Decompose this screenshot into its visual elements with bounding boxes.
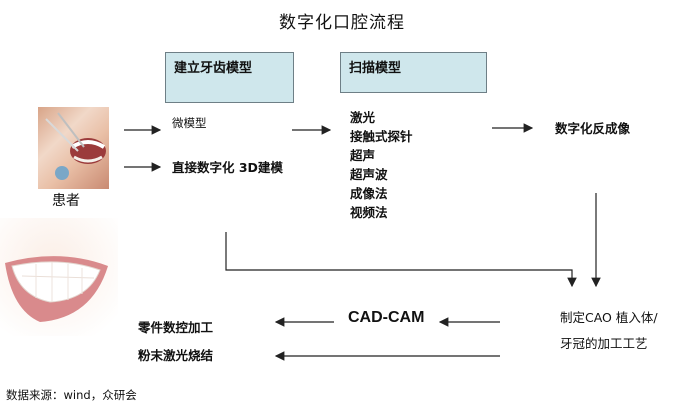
fabrication-label: 制定CAO 植入体/ 牙冠的加工工艺 bbox=[560, 305, 658, 357]
output-laser-sintering: 粉末激光烧结 bbox=[138, 348, 214, 363]
patient-photo bbox=[38, 107, 109, 189]
scan-method: 视频法 bbox=[350, 205, 388, 220]
patient-label: 患者 bbox=[52, 193, 80, 209]
scan-method: 超声 bbox=[350, 148, 376, 163]
smile-image bbox=[0, 218, 118, 336]
digital-imaging-label: 数字化反成像 bbox=[555, 121, 631, 136]
source-note: 数据来源：wind，众研会 bbox=[6, 388, 137, 402]
scan-method: 接触式探针 bbox=[350, 129, 413, 144]
connector-direct-to-fabrication bbox=[225, 232, 577, 288]
diagram-title: 数字化口腔流程 bbox=[279, 13, 405, 33]
output-list: 零件数控加工 粉末激光烧结 bbox=[138, 314, 213, 370]
scan-method: 超声波 bbox=[350, 167, 388, 182]
scan-method-list: 激光 接触式探针 超声 超声波 成像法 视频法 bbox=[350, 108, 413, 222]
cad-cam-label: CAD-CAM bbox=[348, 309, 425, 326]
method-direct-3d: 直接数字化 3D建模 bbox=[172, 160, 283, 175]
method-micro-model: 微模型 bbox=[172, 116, 207, 130]
scan-model-box: 扫描模型 bbox=[340, 52, 487, 93]
fabrication-line: 牙冠的加工工艺 bbox=[560, 336, 648, 351]
output-cnc-machining: 零件数控加工 bbox=[138, 320, 214, 335]
scan-method: 激光 bbox=[350, 110, 376, 125]
build-model-box: 建立牙齿模型 bbox=[165, 52, 294, 103]
fabrication-line: 制定CAO 植入体/ bbox=[560, 310, 658, 325]
scan-method: 成像法 bbox=[350, 186, 388, 201]
